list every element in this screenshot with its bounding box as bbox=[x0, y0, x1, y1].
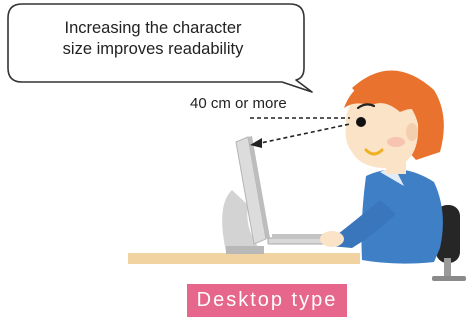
speech-bubble-line-1: Increasing the character bbox=[64, 19, 242, 37]
speech-bubble bbox=[7, 3, 313, 93]
keyboard bbox=[267, 234, 329, 245]
monitor bbox=[222, 136, 270, 254]
desk bbox=[128, 253, 360, 264]
distance-arrow bbox=[250, 117, 351, 148]
distance-label: 40 cm or more bbox=[190, 95, 287, 112]
speech-bubble-text: Increasing the character size improves r… bbox=[22, 18, 284, 60]
speech-bubble-line-2: size improves readability bbox=[62, 40, 244, 58]
person bbox=[320, 70, 444, 264]
caption-badge: Desktop type bbox=[187, 284, 347, 317]
